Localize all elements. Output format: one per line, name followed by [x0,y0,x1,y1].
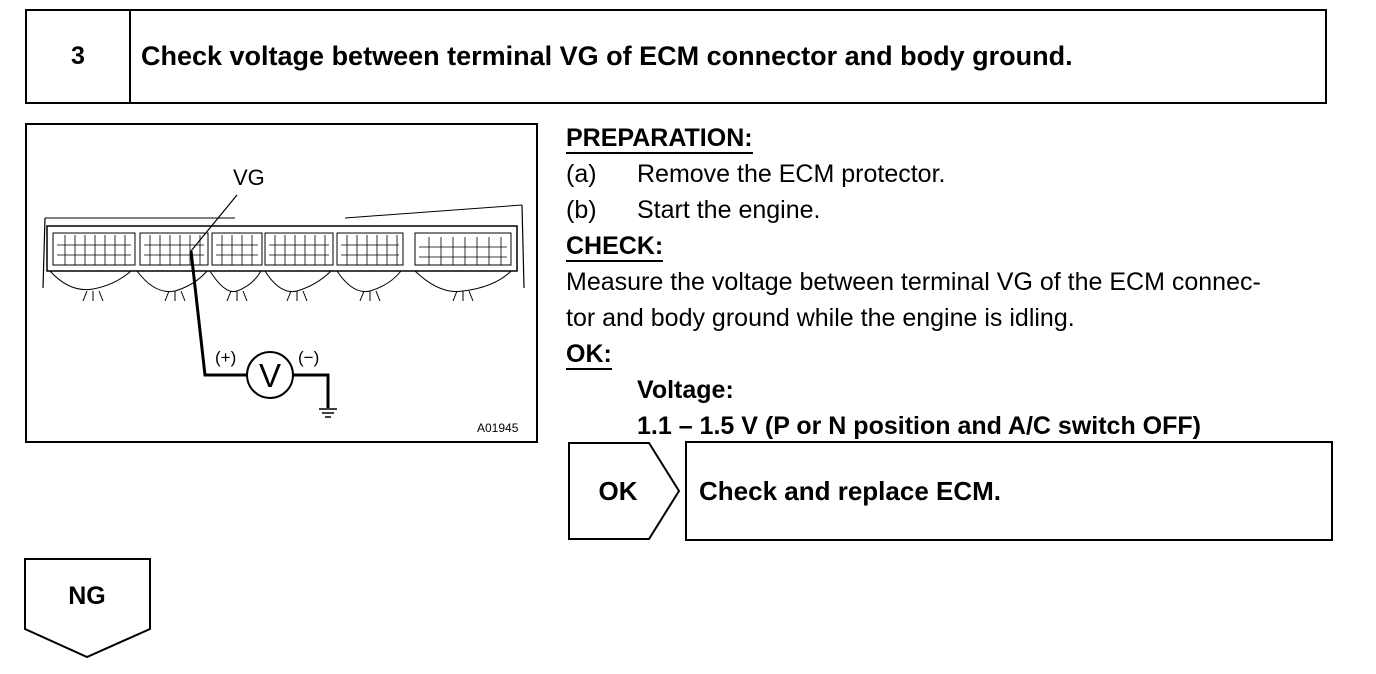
ok-result-action: Check and replace ECM. [685,441,1333,541]
connector-block [414,232,512,266]
minus-label: (−) [298,348,319,367]
preparation-step-a: (a) Remove the ECM protector. [566,160,946,188]
preparation-heading: PREPARATION: [566,124,753,154]
connector-block [211,232,263,266]
voltage-spec: 1.1 – 1.5 V (P or N position and A/C swi… [637,412,1201,440]
voltage-label: Voltage: [637,376,734,404]
plus-label: (+) [215,348,236,367]
procedure-text: PREPARATION: (a) Remove the ECM protecto… [566,120,1356,444]
voltmeter-symbol: V [259,357,281,394]
ng-arrow-icon: NG [24,558,151,659]
connector-block [336,232,404,266]
connector-blocks [52,232,512,266]
step-number: 3 [27,11,131,102]
vg-terminal-label: VG [233,165,265,190]
positive-probe-wire [189,250,247,377]
connector-pins [57,235,507,265]
ecm-body-outline [42,204,525,289]
connector-block [139,232,209,266]
vg-leader-line [190,194,238,252]
ok-arrow-icon: OK [568,442,681,540]
check-instruction-line-2: tor and body ground while the engine is … [566,304,1075,332]
ground-symbol-icon [319,408,337,418]
ecm-connector-illustration: V VG (+) (−) A01945 [25,123,538,443]
connector-block [52,232,136,266]
ok-heading: OK: [566,340,612,370]
negative-probe-wire [293,373,330,408]
figure-code: A01945 [477,421,519,435]
wire-harness [49,270,512,302]
check-instruction-line-1: Measure the voltage between terminal VG … [566,268,1261,296]
step-header: 3 Check voltage between terminal VG of E… [25,9,1327,104]
check-heading: CHECK: [566,232,664,262]
connector-block [264,232,334,266]
step-title: Check voltage between terminal VG of ECM… [141,41,1073,71]
ok-arrow-label: OK [599,476,638,506]
preparation-step-b: (b) Start the engine. [566,196,821,224]
ng-arrow-label: NG [68,582,106,610]
voltmeter-icon [246,351,294,399]
